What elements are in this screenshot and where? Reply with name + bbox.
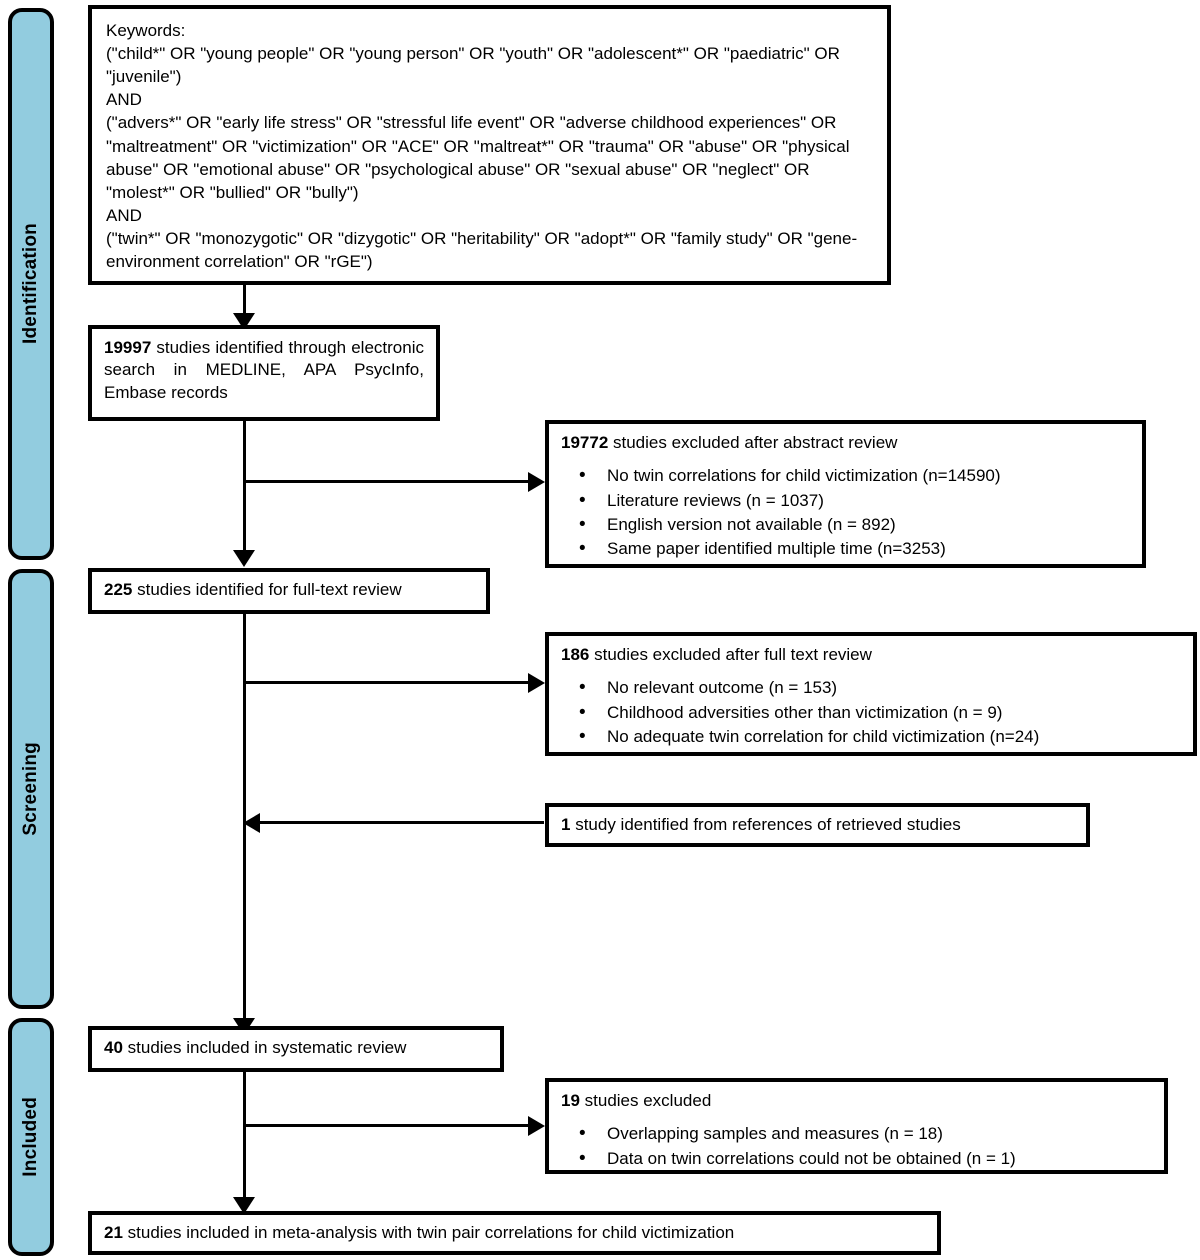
connector-references-to-trunk <box>252 821 544 824</box>
connector-systematic-review-down <box>243 1072 246 1208</box>
stage-pill-identification: Identification <box>8 8 54 560</box>
box-excluded-fulltext-header: 186 studies excluded after full text rev… <box>549 636 1193 674</box>
stage-label-included: Included <box>20 1097 41 1177</box>
box-references-label: study identified from references of retr… <box>570 815 961 834</box>
box-excluded-final-label: studies excluded <box>579 1091 712 1110</box>
list-item: Overlapping samples and measures (n = 18… <box>579 1121 1164 1148</box>
arrowhead-identified-to-excluded-abstract <box>528 472 545 492</box>
box-studies-identified: 19997 studies identified through electro… <box>88 325 440 421</box>
box-studies-identified-label: studies identified through electronic se… <box>104 338 424 402</box>
box-excluded-fulltext-label: studies excluded after full text review <box>589 645 872 664</box>
box-meta-analysis-text: 21 studies included in meta-analysis wit… <box>92 1215 937 1251</box>
list-item: No relevant outcome (n = 153) <box>579 675 1193 702</box>
box-excluded-abstract-label: studies excluded after abstract review <box>608 433 898 452</box>
box-excluded-fulltext-count: 186 <box>561 645 590 664</box>
box-references: 1 study identified from references of re… <box>545 803 1090 847</box>
box-fulltext-review-count: 225 <box>104 580 133 599</box>
box-references-count: 1 <box>561 815 571 834</box>
box-meta-analysis-count: 21 <box>104 1223 123 1242</box>
box-meta-analysis-label: studies included in meta-analysis with t… <box>122 1223 735 1242</box>
list-item: English version not available (n = 892) <box>579 512 1142 539</box>
box-excluded-abstract: 19772 studies excluded after abstract re… <box>545 420 1146 568</box>
arrowhead-to-meta-analysis <box>233 1197 255 1214</box>
list-item: No twin correlations for child victimiza… <box>579 463 1142 490</box>
box-excluded-abstract-count: 19772 <box>561 433 609 452</box>
stage-label-screening: Screening <box>20 742 41 836</box>
box-excluded-fulltext: 186 studies excluded after full text rev… <box>545 632 1197 756</box>
stage-pill-screening: Screening <box>8 569 54 1009</box>
box-keywords-text: Keywords: ("child*" OR "young people" OR… <box>106 21 858 272</box>
arrowhead-fulltext-to-excluded-fulltext <box>528 673 545 693</box>
box-fulltext-review: 225 studies identified for full-text rev… <box>88 568 490 614</box>
connector-keywords-to-identified <box>243 283 246 321</box>
box-systematic-review: 40 studies included in systematic review <box>88 1026 504 1072</box>
box-excluded-final-header: 19 studies excluded <box>549 1082 1164 1120</box>
box-systematic-review-count: 40 <box>104 1038 123 1057</box>
box-excluded-fulltext-reasons: No relevant outcome (n = 153) Childhood … <box>549 675 1193 751</box>
box-systematic-review-text: 40 studies included in systematic review <box>92 1030 500 1066</box>
box-fulltext-review-text: 225 studies identified for full-text rev… <box>92 572 486 608</box>
list-item: Literature reviews (n = 1037) <box>579 488 1142 515</box>
box-excluded-abstract-reasons: No twin correlations for child victimiza… <box>549 463 1142 563</box>
stage-pill-included: Included <box>8 1018 54 1256</box>
box-fulltext-review-label: studies identified for full-text review <box>132 580 402 599</box>
box-keywords: Keywords: ("child*" OR "young people" OR… <box>88 5 891 285</box>
connector-identified-to-excluded-abstract <box>243 480 535 483</box>
connector-systematic-review-to-excluded-final <box>243 1124 535 1127</box>
connector-fulltext-to-excluded-fulltext <box>243 681 535 684</box>
connector-identified-to-fulltext <box>243 418 246 562</box>
box-excluded-final: 19 studies excluded Overlapping samples … <box>545 1078 1168 1174</box>
list-item: Childhood adversities other than victimi… <box>579 700 1193 727</box>
arrowhead-identified-to-fulltext <box>233 550 255 567</box>
box-excluded-final-reasons: Overlapping samples and measures (n = 18… <box>549 1121 1164 1173</box>
box-studies-identified-count: 19997 <box>104 338 152 357</box>
box-excluded-abstract-header: 19772 studies excluded after abstract re… <box>549 424 1142 462</box>
box-references-text: 1 study identified from references of re… <box>549 807 1086 843</box>
list-item: No adequate twin correlation for child v… <box>579 724 1193 751</box>
box-systematic-review-label: studies included in systematic review <box>122 1038 407 1057</box>
list-item: Same paper identified multiple time (n=3… <box>579 536 1142 563</box>
stage-label-identification: Identification <box>20 223 41 345</box>
list-item: Data on twin correlations could not be o… <box>579 1146 1164 1173</box>
box-excluded-final-count: 19 <box>561 1091 580 1110</box>
box-meta-analysis: 21 studies included in meta-analysis wit… <box>88 1211 941 1255</box>
arrowhead-references-to-trunk <box>243 813 260 833</box>
arrowhead-systematic-review-to-excluded-final <box>528 1116 545 1136</box>
box-studies-identified-text: 19997 studies identified through electro… <box>92 329 436 412</box>
